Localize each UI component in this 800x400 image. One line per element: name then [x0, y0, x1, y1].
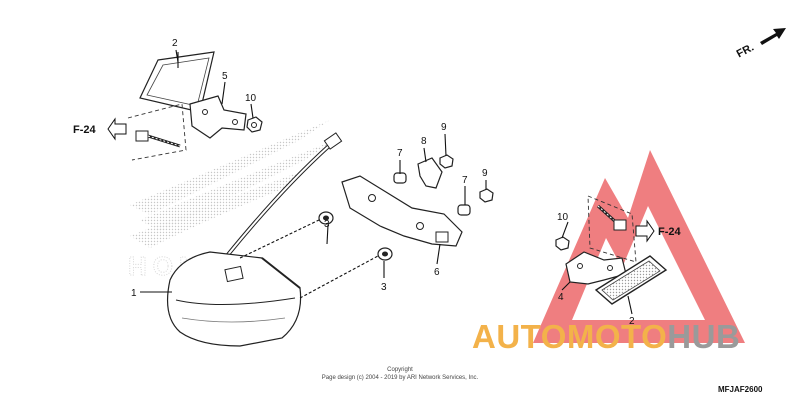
svg-text:AUTOMOTOHUB: AUTOMOTOHUB — [472, 318, 740, 355]
watermark-triangle — [533, 150, 745, 343]
callout-1: 1 — [131, 288, 137, 299]
part-10-nut-bottom — [555, 236, 570, 251]
callout-9-right: 9 — [482, 168, 488, 179]
watermark-text: AUTOMOTOHUB — [472, 318, 740, 355]
bolt-right — [596, 204, 627, 231]
callout-numbers: 2 5 10 1 3 3 7 8 9 7 9 6 10 4 2 — [131, 38, 635, 327]
callout-8: 8 — [421, 136, 427, 147]
reference-label-right: F-24 — [658, 226, 682, 238]
reference-arrow-right-icon — [635, 219, 655, 243]
callout-7-right: 7 — [462, 175, 468, 186]
part-10-nut-top — [246, 116, 263, 133]
right-dashed-guide — [587, 195, 637, 263]
leader-lines — [140, 49, 633, 315]
watermark-logo-icon — [533, 150, 745, 343]
front-arrow-icon — [760, 28, 786, 45]
bolt-left — [127, 103, 187, 161]
callout-2-top: 2 — [172, 38, 178, 49]
part-5-bracket — [189, 95, 247, 139]
watermark-text-part2: HUB — [667, 318, 740, 355]
callout-10-bottom: 10 — [557, 212, 569, 223]
front-direction-indicator: FR. — [735, 28, 786, 60]
part-6-mounting-plate — [341, 175, 463, 247]
reference-f24-right: F-24 — [635, 219, 682, 243]
callout-3-right: 3 — [381, 282, 387, 293]
copyright-line-2: Page design (c) 2004 - 2019 by ARI Netwo… — [322, 375, 479, 381]
callout-5: 5 — [222, 71, 228, 82]
callout-3-left: 3 — [324, 219, 330, 230]
callout-10-top: 10 — [245, 93, 257, 104]
reference-f24-left: F-24 — [73, 117, 127, 141]
part-3-grommet-right — [299, 247, 393, 299]
part-1-taillight — [167, 251, 302, 347]
reference-label-left: F-24 — [73, 124, 97, 136]
reference-arrow-icon — [107, 117, 127, 141]
part-2-reflector-bottom — [594, 255, 668, 305]
part-7-collar-right — [457, 204, 471, 216]
callout-6: 6 — [434, 267, 440, 278]
callout-4: 4 — [558, 292, 564, 303]
diagram-code: MFJAF2600 — [718, 385, 763, 394]
copyright-line-1: Copyright — [387, 367, 413, 373]
direction-label: FR. — [735, 41, 756, 60]
part-8-clip — [417, 157, 443, 189]
part-9-nut-right — [479, 188, 494, 203]
callout-2-bottom: 2 — [629, 316, 635, 327]
wire-harness — [220, 132, 343, 264]
part-7-collar-left — [393, 172, 407, 184]
callout-7-left: 7 — [397, 148, 403, 159]
part-9-nut-left — [439, 154, 454, 169]
callout-9-left: 9 — [441, 122, 447, 133]
part-3-grommet-left — [239, 211, 334, 259]
watermark-text-part1: AUTOMOTO — [472, 318, 667, 355]
